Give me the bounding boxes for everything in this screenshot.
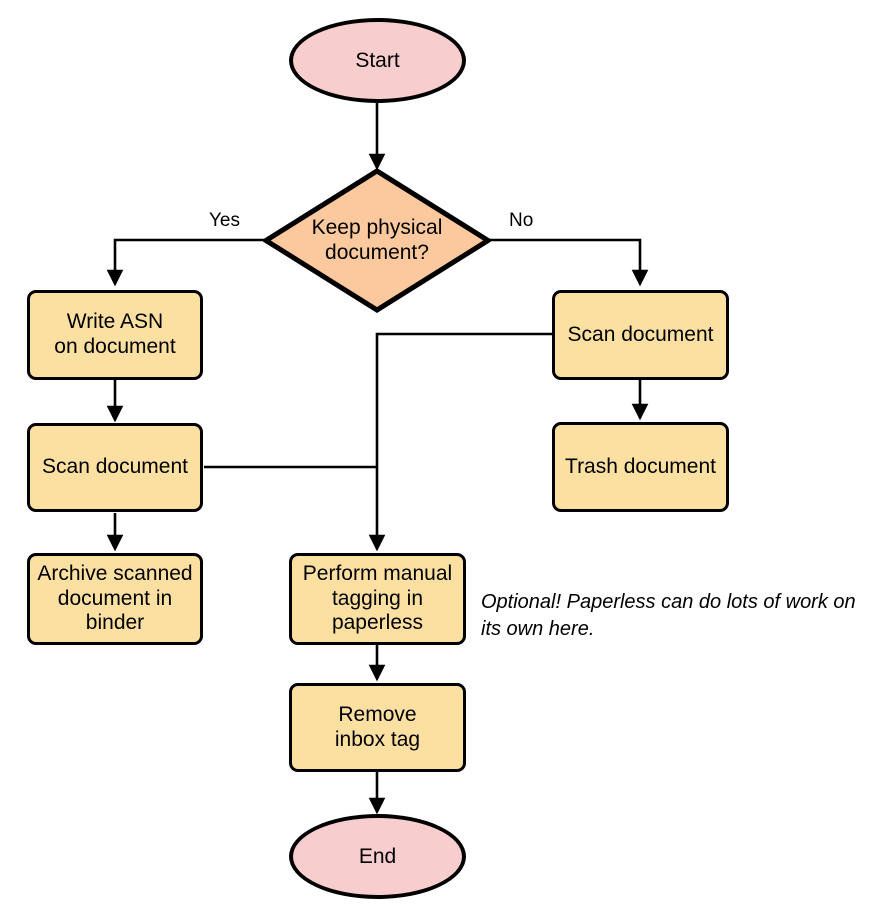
node-archive-scanned-document-in-binder[interactable]: Archive scanned document in binder (27, 553, 203, 645)
node-keep-physical-document[interactable]: Keep physical document? (263, 168, 491, 313)
node-scan-document-left-label: Scan document (42, 455, 188, 479)
edge-scan-right-to-manual-tagging (368, 332, 552, 552)
edge-decision-to-write-asn (106, 238, 265, 287)
node-trash-document[interactable]: Trash document (552, 422, 729, 512)
node-write-asn-on-document[interactable]: Write ASN on document (27, 290, 203, 380)
node-remove-inbox-tag[interactable]: Remove inbox tag (289, 683, 466, 772)
node-scan-document-right-label: Scan document (567, 322, 714, 346)
node-scan-document-right[interactable]: Scan document (552, 290, 729, 380)
node-end-label: End (358, 844, 397, 868)
node-perform-manual-tagging[interactable]: Perform manual tagging in paperless (289, 553, 466, 645)
node-archive-binder-label: Archive scanned document in binder (37, 561, 193, 635)
edge-decision-to-scan-right (489, 238, 649, 287)
node-end[interactable]: End (289, 814, 466, 899)
node-remove-inbox-tag-label: Remove inbox tag (334, 702, 421, 751)
node-start-label: Start (355, 48, 400, 72)
edge-label-yes: Yes (209, 210, 240, 231)
node-manual-tagging-label: Perform manual tagging in paperless (302, 561, 453, 635)
node-write-asn-label: Write ASN on document (54, 310, 176, 358)
node-keep-physical-document-label: Keep physical document? (311, 215, 443, 264)
diamond-shape (263, 168, 491, 313)
annotation-optional-note: Optional! Paperless can do lots of work … (481, 591, 856, 640)
node-trash-document-label: Trash document (565, 454, 716, 478)
node-scan-document-left[interactable]: Scan document (27, 423, 203, 512)
node-start[interactable]: Start (289, 18, 466, 103)
edge-label-no: No (509, 210, 534, 231)
